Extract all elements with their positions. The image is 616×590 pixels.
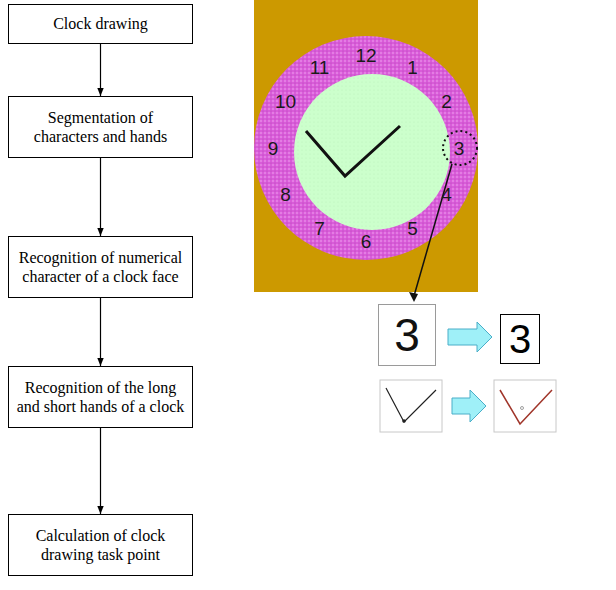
recognized-digit: 3	[500, 314, 540, 364]
node-text: Calculation of clock drawing task point	[15, 526, 186, 564]
dotted-circle	[443, 131, 477, 165]
node-text: Clock drawing	[53, 14, 148, 33]
hand-pivot	[521, 407, 524, 410]
handwritten-digit: 3	[378, 304, 436, 366]
pointer-head	[409, 292, 418, 302]
hand-image-output	[494, 380, 556, 432]
process-box: Clock drawing	[8, 4, 193, 44]
block-arrow	[452, 390, 486, 422]
clock-rim	[254, 36, 478, 260]
clock-hands	[306, 126, 400, 176]
node-text: Recognition of numerical character of a …	[15, 248, 186, 286]
clock-numeral: 4	[432, 185, 462, 204]
node-text: Recognition of the long and short hands …	[15, 378, 186, 416]
clock-numeral: 8	[270, 185, 300, 204]
drawn-hands	[386, 388, 436, 422]
block-arrow	[448, 322, 492, 352]
clock-numeral: 9	[258, 139, 288, 158]
clock-numeral: 5	[398, 219, 428, 238]
hand-image-input	[380, 380, 442, 432]
process-box: Calculation of clock drawing task point	[8, 514, 193, 576]
flow-arrow	[100, 158, 101, 236]
clock-numeral: 3	[444, 139, 474, 158]
recognized-hands	[500, 390, 552, 424]
clock-numeral: 6	[351, 232, 381, 251]
process-box: Recognition of numerical character of a …	[8, 236, 193, 298]
clock-numeral: 1	[398, 58, 428, 77]
clock-numeral: 2	[432, 92, 462, 111]
hand-center	[402, 419, 406, 423]
pointer-line	[414, 164, 452, 296]
node-text: Segmentation of characters and hands	[15, 108, 186, 146]
flow-arrow	[100, 44, 101, 96]
process-box: Recognition of the long and short hands …	[8, 366, 193, 428]
node-text: 3	[509, 319, 531, 359]
clock-numeral: 10	[270, 92, 300, 111]
clock-numeral: 7	[305, 219, 335, 238]
node-text: 3	[394, 312, 420, 358]
clock-numeral: 11	[305, 58, 335, 77]
flow-arrow	[100, 428, 101, 514]
clock-numeral: 12	[351, 46, 381, 65]
flow-arrow	[100, 298, 101, 366]
process-box: Segmentation of characters and hands	[8, 96, 193, 158]
clock-face	[294, 74, 450, 230]
clock-background	[254, 0, 478, 292]
